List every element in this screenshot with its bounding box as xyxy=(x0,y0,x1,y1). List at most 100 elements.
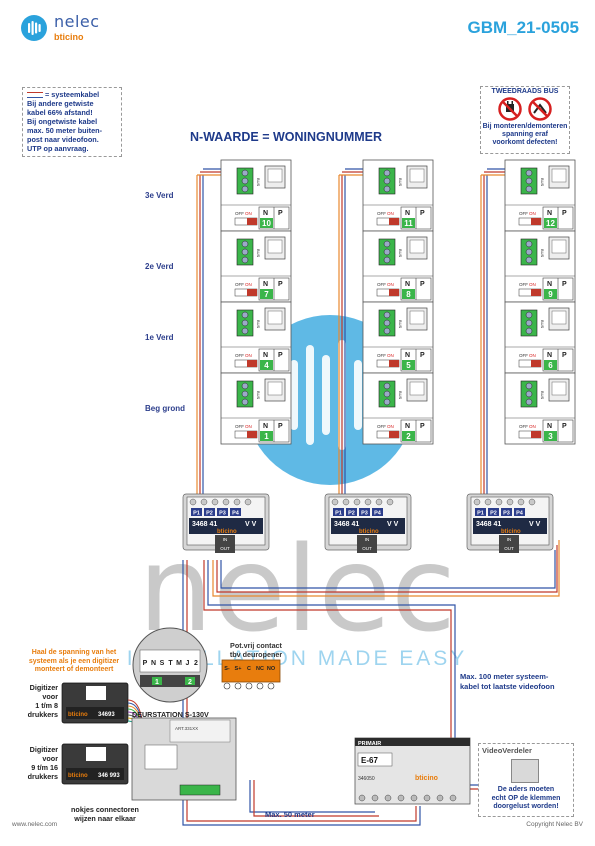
number-cell xyxy=(402,360,415,370)
digitizer-label-line: 9 t/m 16 xyxy=(31,763,58,772)
distributor-label-bg xyxy=(189,518,263,534)
bus-warning-line: spanning eraf xyxy=(502,131,548,138)
digitizer-label-bg xyxy=(66,707,124,719)
p-label: P xyxy=(562,423,567,430)
switch-knob xyxy=(389,431,399,438)
n-label: N xyxy=(405,210,410,217)
terminal-screw xyxy=(241,240,249,248)
terminal-screw xyxy=(525,169,533,177)
on-label: ON xyxy=(387,424,394,429)
psu-screw xyxy=(384,794,392,802)
switch-knob xyxy=(531,289,541,296)
terminal-screw xyxy=(241,319,249,327)
relay-terminal-screw xyxy=(267,682,275,690)
in-label: IN xyxy=(365,537,370,542)
distributor-screw xyxy=(233,498,241,506)
monitor-screen xyxy=(267,381,283,396)
apartment-number: 10 xyxy=(262,219,271,228)
port-label: P3 xyxy=(219,511,226,517)
terminal-screw xyxy=(383,327,391,335)
port-cell xyxy=(488,508,499,516)
off-label: OFF xyxy=(519,211,528,216)
monitor-screen xyxy=(551,310,567,325)
number-cell xyxy=(260,289,273,299)
terminal-screw xyxy=(383,185,391,193)
switch-knob xyxy=(247,289,257,296)
digitizer-label-bg xyxy=(66,768,124,780)
bus-label: BUS xyxy=(540,178,545,187)
distributor-screw xyxy=(495,498,503,506)
relay-terminal-screw xyxy=(223,682,231,690)
connector-pin-label: S xyxy=(160,660,165,667)
monitor-screen xyxy=(551,381,567,396)
psu-feed-red xyxy=(253,780,379,817)
off-label: OFF xyxy=(235,211,244,216)
video-splitter: VideoVerdeler De aders moeten echt OP de… xyxy=(478,743,574,817)
terminal-screw xyxy=(525,185,533,193)
n-label: N xyxy=(263,210,268,217)
distributor-screw xyxy=(375,498,383,506)
terminal-screw xyxy=(525,382,533,390)
notch-note-line: nokjes connectoren xyxy=(71,805,139,814)
video-splitter-line: doorgelust worden! xyxy=(493,803,559,810)
footer-website[interactable]: www.nelec.com xyxy=(12,821,58,828)
cable-red xyxy=(199,175,209,506)
terminal-screw xyxy=(241,248,249,256)
no-cable-icon xyxy=(528,97,552,121)
distributor-model: 3468 41 xyxy=(476,521,501,528)
connector-pin-label: 2 xyxy=(194,660,198,667)
max-50-note: Max. 50 meter xyxy=(265,810,315,819)
in-label: IN xyxy=(223,537,228,542)
switch-knob xyxy=(389,360,399,367)
terminal-screw xyxy=(525,248,533,256)
floor-label-2: 2e Verd xyxy=(145,262,174,271)
out-label: OUT xyxy=(504,546,514,551)
bus-label: BUS xyxy=(398,249,403,258)
distributor-screw xyxy=(353,498,361,506)
digitizer-in-out xyxy=(86,747,106,761)
terminal-screw xyxy=(383,169,391,177)
bus-label: BUS xyxy=(540,391,545,400)
distributor-brand: bticino xyxy=(501,529,521,535)
port-label: P2 xyxy=(206,511,213,517)
apartment-number: 4 xyxy=(264,361,269,370)
port-label: P1 xyxy=(477,511,484,517)
connector-num-cell xyxy=(185,677,195,685)
p-label: P xyxy=(278,281,283,288)
logo-sub: bticino xyxy=(54,32,84,42)
n-label: N xyxy=(405,352,410,359)
bus-label: BUS xyxy=(540,249,545,258)
n-label: N xyxy=(405,423,410,430)
terminal-screw xyxy=(525,390,533,398)
apartment-number: 3 xyxy=(548,432,553,441)
monitor-screen xyxy=(409,381,425,396)
distributor-screw xyxy=(506,498,514,506)
terminal-screw xyxy=(383,382,391,390)
system-cable-title: = systeemkabel xyxy=(27,90,117,99)
n-label: N xyxy=(547,352,552,359)
apartment-number: 1 xyxy=(264,432,269,441)
bus-label: BUS xyxy=(256,249,261,258)
terminal-screw xyxy=(383,311,391,319)
system-cable-icon xyxy=(27,91,43,98)
monitor-screen xyxy=(409,239,425,254)
n-label: N xyxy=(547,423,552,430)
digitizer-label-line: 1 t/m 8 xyxy=(35,701,58,710)
connector-pin-label: N xyxy=(151,660,156,667)
port-label: P4 xyxy=(374,511,382,517)
terminal-screw xyxy=(383,319,391,327)
bus-label: BUS xyxy=(398,320,403,329)
in-out-block xyxy=(215,535,235,553)
floor-label-ground: Beg grond xyxy=(145,404,185,413)
distributor-screw xyxy=(189,498,197,506)
distributor-vv: V V xyxy=(387,521,399,528)
trunk-blue xyxy=(220,550,556,589)
monitor-screen xyxy=(551,168,567,183)
n-label: N xyxy=(263,352,268,359)
port-label: P2 xyxy=(490,511,497,517)
port-label: P3 xyxy=(503,511,510,517)
bus-warning-line: Bij monteren/demonteren xyxy=(482,123,568,130)
psu-feed xyxy=(249,780,375,813)
video-splitter-line: De aders moeten xyxy=(497,786,555,793)
off-label: OFF xyxy=(235,353,244,358)
